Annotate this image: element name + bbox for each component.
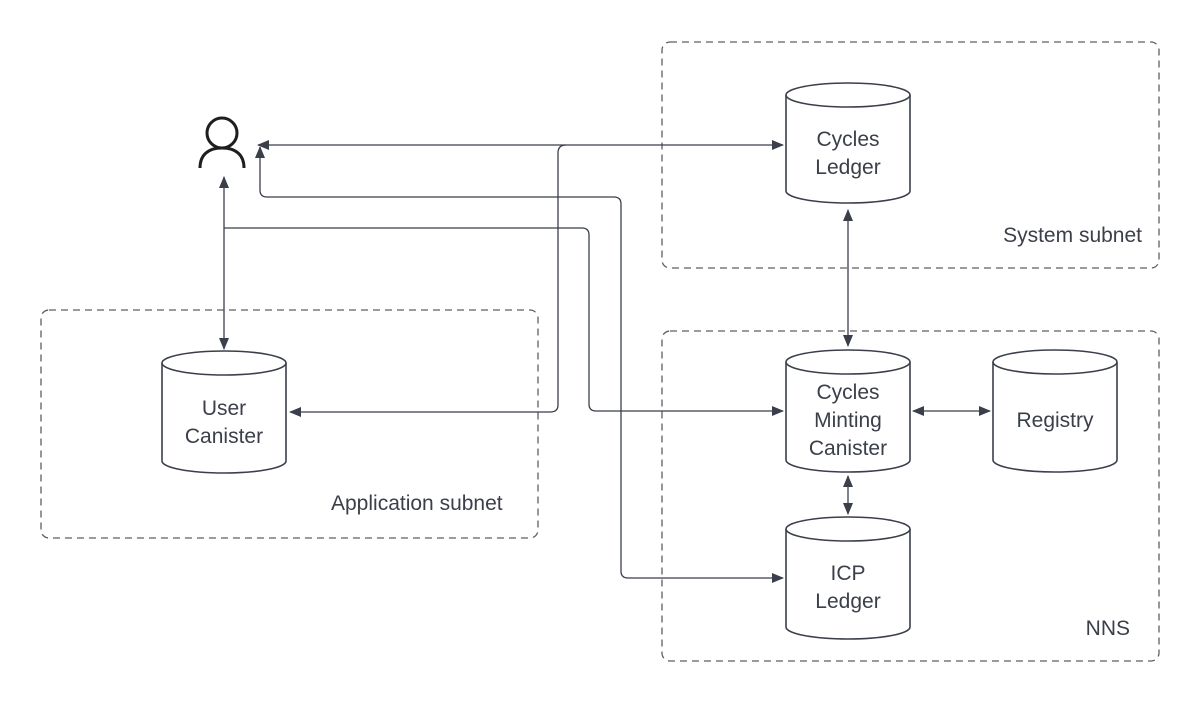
edge-user-cmc [224,227,784,416]
icp-ledger-label: ICP Ledger [786,560,910,616]
user-canister-label-line1: User [201,397,247,420]
application-subnet-label: Application subnet [331,492,503,515]
cmc-cylinder [785,349,911,473]
cmc-label-line2: Minting [814,409,882,432]
system-subnet-label: System subnet [1003,224,1142,247]
cmc-label: Cycles Minting Canister [786,379,910,463]
cmc-label-line1: Cycles [816,381,880,404]
nns-label: NNS [1085,617,1130,640]
registry-label-line1: Registry [1016,409,1094,432]
icp-ledger-cylinder [785,516,911,640]
user-canister-label: User Canister [162,395,286,451]
registry-label: Registry [993,407,1117,435]
cycles-ledger-cylinder [785,82,911,204]
cmc-label-line3: Canister [808,437,888,460]
icp-ledger-label-line1: ICP [830,562,866,585]
edge-cycles-ledger-user-canister [289,144,567,417]
cycles-ledger-label-line2: Ledger [815,156,881,179]
user-icon [198,116,246,169]
cycles-ledger-label-line1: Cycles [816,128,880,151]
registry-cylinder [992,349,1118,473]
cycles-ledger-label: Cycles Ledger [786,126,910,182]
edge-user-icp-ledger [255,146,784,583]
icp-ledger-label-line2: Ledger [815,590,881,613]
user-canister-label-line2: Canister [184,425,264,448]
